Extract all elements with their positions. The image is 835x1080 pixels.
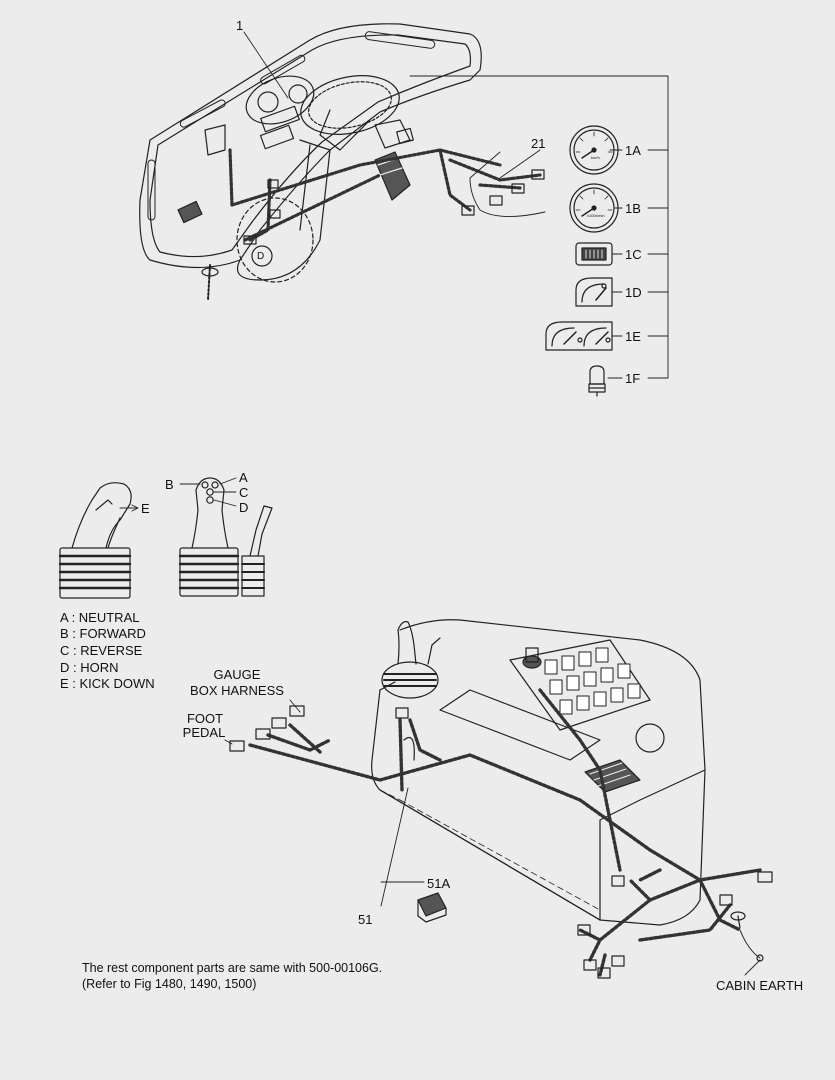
cabin-earth-label: CABIN EARTH (716, 978, 804, 993)
gauge-1e-twin (545, 321, 613, 351)
gauge-1b-tachometer (569, 183, 619, 233)
leader-lines (243, 31, 669, 379)
gauge-1a-speedometer (569, 125, 619, 175)
callout-1b: 1B (625, 201, 641, 216)
callout-1d: 1D (625, 285, 642, 300)
main-wire-harness (248, 688, 762, 977)
harness-connectors (229, 705, 773, 979)
callout-21: 21 (531, 136, 546, 151)
hour-meter-1c (575, 242, 613, 266)
legend-forward: B : FORWARD (60, 626, 146, 641)
speed-unit: km/h (591, 155, 600, 160)
dashboard-assembly (139, 23, 546, 301)
button-e-label: E (141, 501, 150, 516)
callout-51a: 51A (427, 876, 451, 891)
gauge-1d (575, 277, 613, 307)
legend-kick-down: E : KICK DOWN (60, 676, 155, 691)
legend-reverse: C : REVERSE (60, 643, 143, 658)
callout-1f: 1F (625, 371, 641, 386)
relay-51a (417, 892, 447, 923)
rpm-unit: x100r/min (587, 213, 605, 218)
foot-pedal-line1: FOOT (186, 711, 224, 726)
callout-1c: 1C (625, 247, 642, 262)
callout-1a: 1A (625, 143, 641, 158)
joystick-side-view (58, 482, 139, 599)
button-d-label: D (239, 500, 249, 515)
button-c-label: C (239, 485, 249, 500)
gauge-label-line2: BOX HARNESS (190, 683, 284, 698)
legend-neutral: A : NEUTRAL (60, 610, 140, 625)
callout-1: 1 (236, 18, 244, 33)
button-a-label: A (239, 470, 248, 485)
callout-view-d: D (257, 251, 265, 262)
gauge-label-line1: GAUGE (213, 667, 261, 682)
note-line-1: The rest component parts are same with 5… (82, 961, 383, 975)
button-b-label: B (165, 477, 174, 492)
bulb-1f (588, 365, 606, 397)
callout-1e: 1E (625, 329, 641, 344)
legend-horn: D : HORN (60, 660, 119, 675)
note-line-2: (Refer to Fig 1480, 1490, 1500) (82, 977, 257, 991)
joystick-front-view (178, 477, 273, 597)
callout-51: 51 (358, 912, 373, 927)
console-assembly (371, 619, 706, 926)
foot-pedal-line2: PEDAL (182, 725, 226, 740)
